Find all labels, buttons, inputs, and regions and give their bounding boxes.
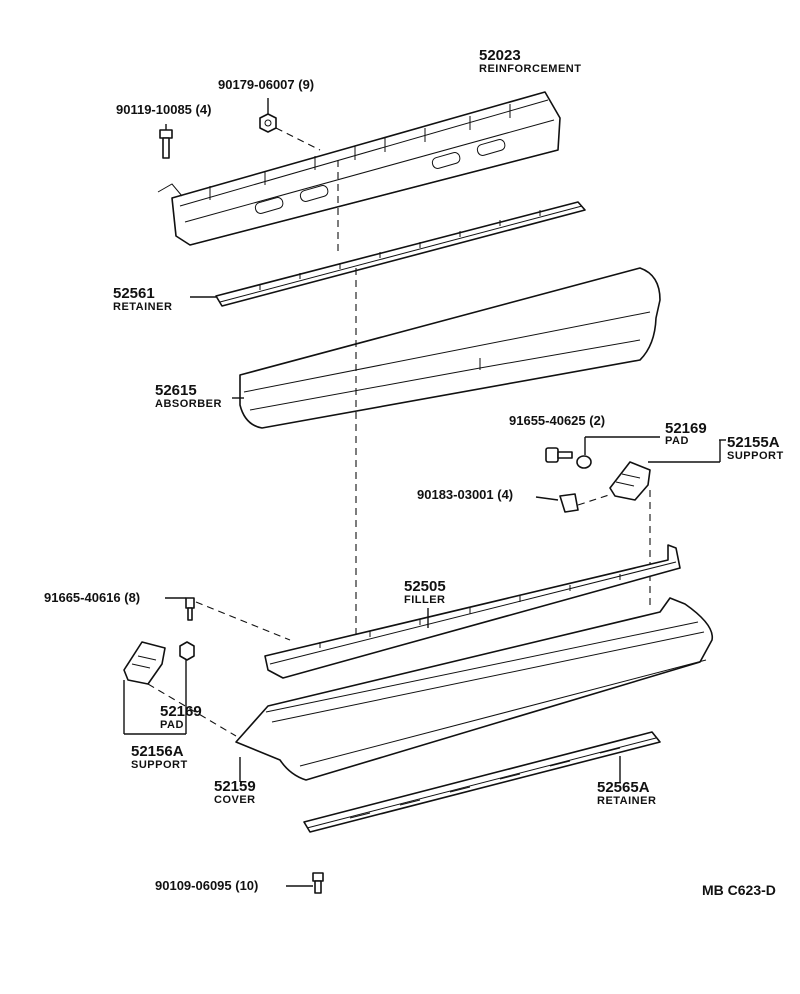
- clip-icon: [559, 493, 579, 513]
- support-left-number: 52156A: [131, 743, 184, 760]
- pad-left-number: 52169: [160, 703, 202, 720]
- nut-icon: [179, 641, 195, 661]
- absorber-number: 52615: [155, 382, 197, 399]
- pad-icon: [576, 455, 592, 469]
- bolt-bottom-code: 90109-06095 (10): [155, 878, 259, 893]
- bolt-icon: [286, 872, 324, 894]
- retainer-upper-part: [190, 201, 586, 307]
- nut-top-code: 90179-06007 (9): [218, 77, 315, 92]
- bolt-icon: [159, 124, 173, 159]
- retainer-lower-number: 52565A: [597, 779, 650, 796]
- cover-part: [235, 597, 714, 782]
- nut-icon: [259, 98, 277, 133]
- screw-left-code: 91665-40616 (8): [44, 590, 141, 605]
- support-right-part: [609, 461, 651, 501]
- support-left-part: [123, 641, 166, 685]
- diagram-code: MB C623-D: [702, 882, 776, 898]
- filler-number: 52505: [404, 578, 446, 595]
- filler-name: FILLER: [404, 594, 446, 606]
- retainer-upper-name: RETAINER: [113, 301, 173, 313]
- support-right-number: 52155A: [727, 434, 780, 451]
- bolt-top-code: 90119-10085 (4): [116, 102, 212, 117]
- absorber-part: [232, 267, 661, 429]
- reinforcement-part: [157, 91, 561, 246]
- screw-icon: [185, 597, 195, 621]
- absorber-name: ABSORBER: [155, 398, 222, 410]
- reinforcement-number: 52023: [479, 47, 521, 64]
- retainer-upper-number: 52561: [113, 285, 155, 302]
- support-left-name: SUPPORT: [131, 759, 188, 771]
- retainer-lower-name: RETAINER: [597, 795, 657, 807]
- clip-right-code: 90183-03001 (4): [417, 487, 514, 502]
- cover-name: COVER: [214, 794, 256, 806]
- pad-left-name: PAD: [160, 719, 184, 731]
- pad-right-name: PAD: [665, 435, 689, 447]
- screw-right-code: 91655-40625 (2): [509, 413, 606, 428]
- cover-number: 52159: [214, 778, 256, 795]
- reinforcement-name: REINFORCEMENT: [479, 63, 582, 75]
- retainer-lower-part: [303, 731, 661, 833]
- filler-part: [264, 544, 681, 679]
- pad-right-number: 52169: [665, 420, 707, 437]
- support-right-name: SUPPORT: [727, 450, 784, 462]
- screw-icon: [545, 447, 573, 463]
